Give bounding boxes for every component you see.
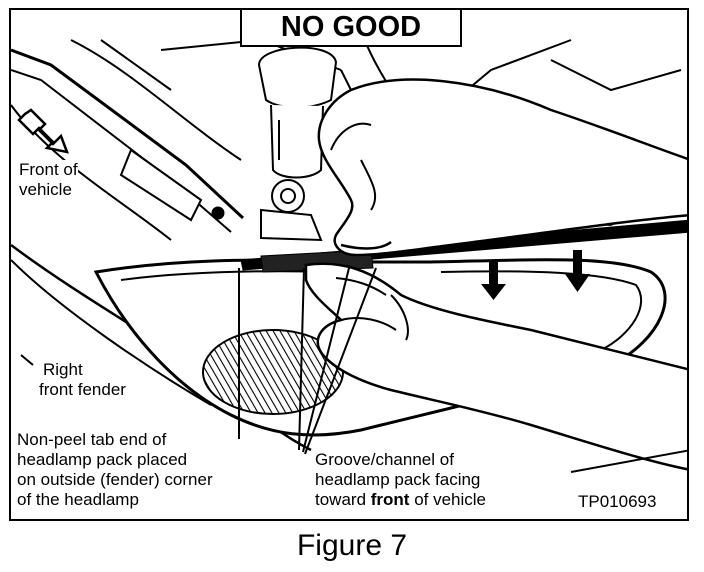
lower-hand [304, 262, 687, 471]
label-nonpeel-line2: headlamp pack placed [17, 450, 188, 469]
fender-rail [11, 48, 245, 241]
front-direction-arrow-icon [17, 108, 69, 154]
label-groove-line2: headlamp pack facing [315, 470, 481, 489]
label-front-line2: vehicle [19, 180, 72, 199]
label-fender-line1: Right [43, 360, 83, 379]
label-right-front-fender: Right front fender [39, 360, 126, 400]
label-groove-pre: toward [315, 490, 371, 509]
label-nonpeel-line4: of the headlamp [17, 490, 139, 509]
part-code: TP010693 [578, 492, 657, 512]
label-non-peel-tab: Non-peel tab end of headlamp pack placed… [17, 430, 213, 510]
label-groove-bold: front [370, 490, 410, 509]
label-front-line1: Front of [19, 160, 78, 179]
down-arrow-icon [481, 250, 590, 300]
diagram-title: NO GOOD [240, 10, 462, 47]
label-nonpeel-line1: Non-peel tab end of [17, 430, 167, 449]
reservoir-bottle [257, 46, 338, 179]
label-nonpeel-line3: on outside (fender) corner [17, 470, 213, 489]
label-groove-channel: Groove/channel of headlamp pack facing t… [315, 450, 487, 510]
label-groove-post: of vehicle [409, 490, 487, 509]
label-fender-line2: front fender [39, 380, 126, 399]
label-groove-line3: toward front of vehicle [315, 490, 486, 510]
headlamp-installation-illustration [11, 29, 687, 473]
label-front-of-vehicle: Front of vehicle [19, 160, 78, 200]
upper-hand [317, 78, 687, 257]
diagram-frame: NO GOOD [9, 8, 689, 521]
callout-leader-lines [20, 267, 687, 473]
figure-caption: Figure 7 [296, 529, 408, 562]
strut-bolt [260, 179, 323, 242]
label-groove-line1: Groove/channel of [315, 450, 454, 469]
